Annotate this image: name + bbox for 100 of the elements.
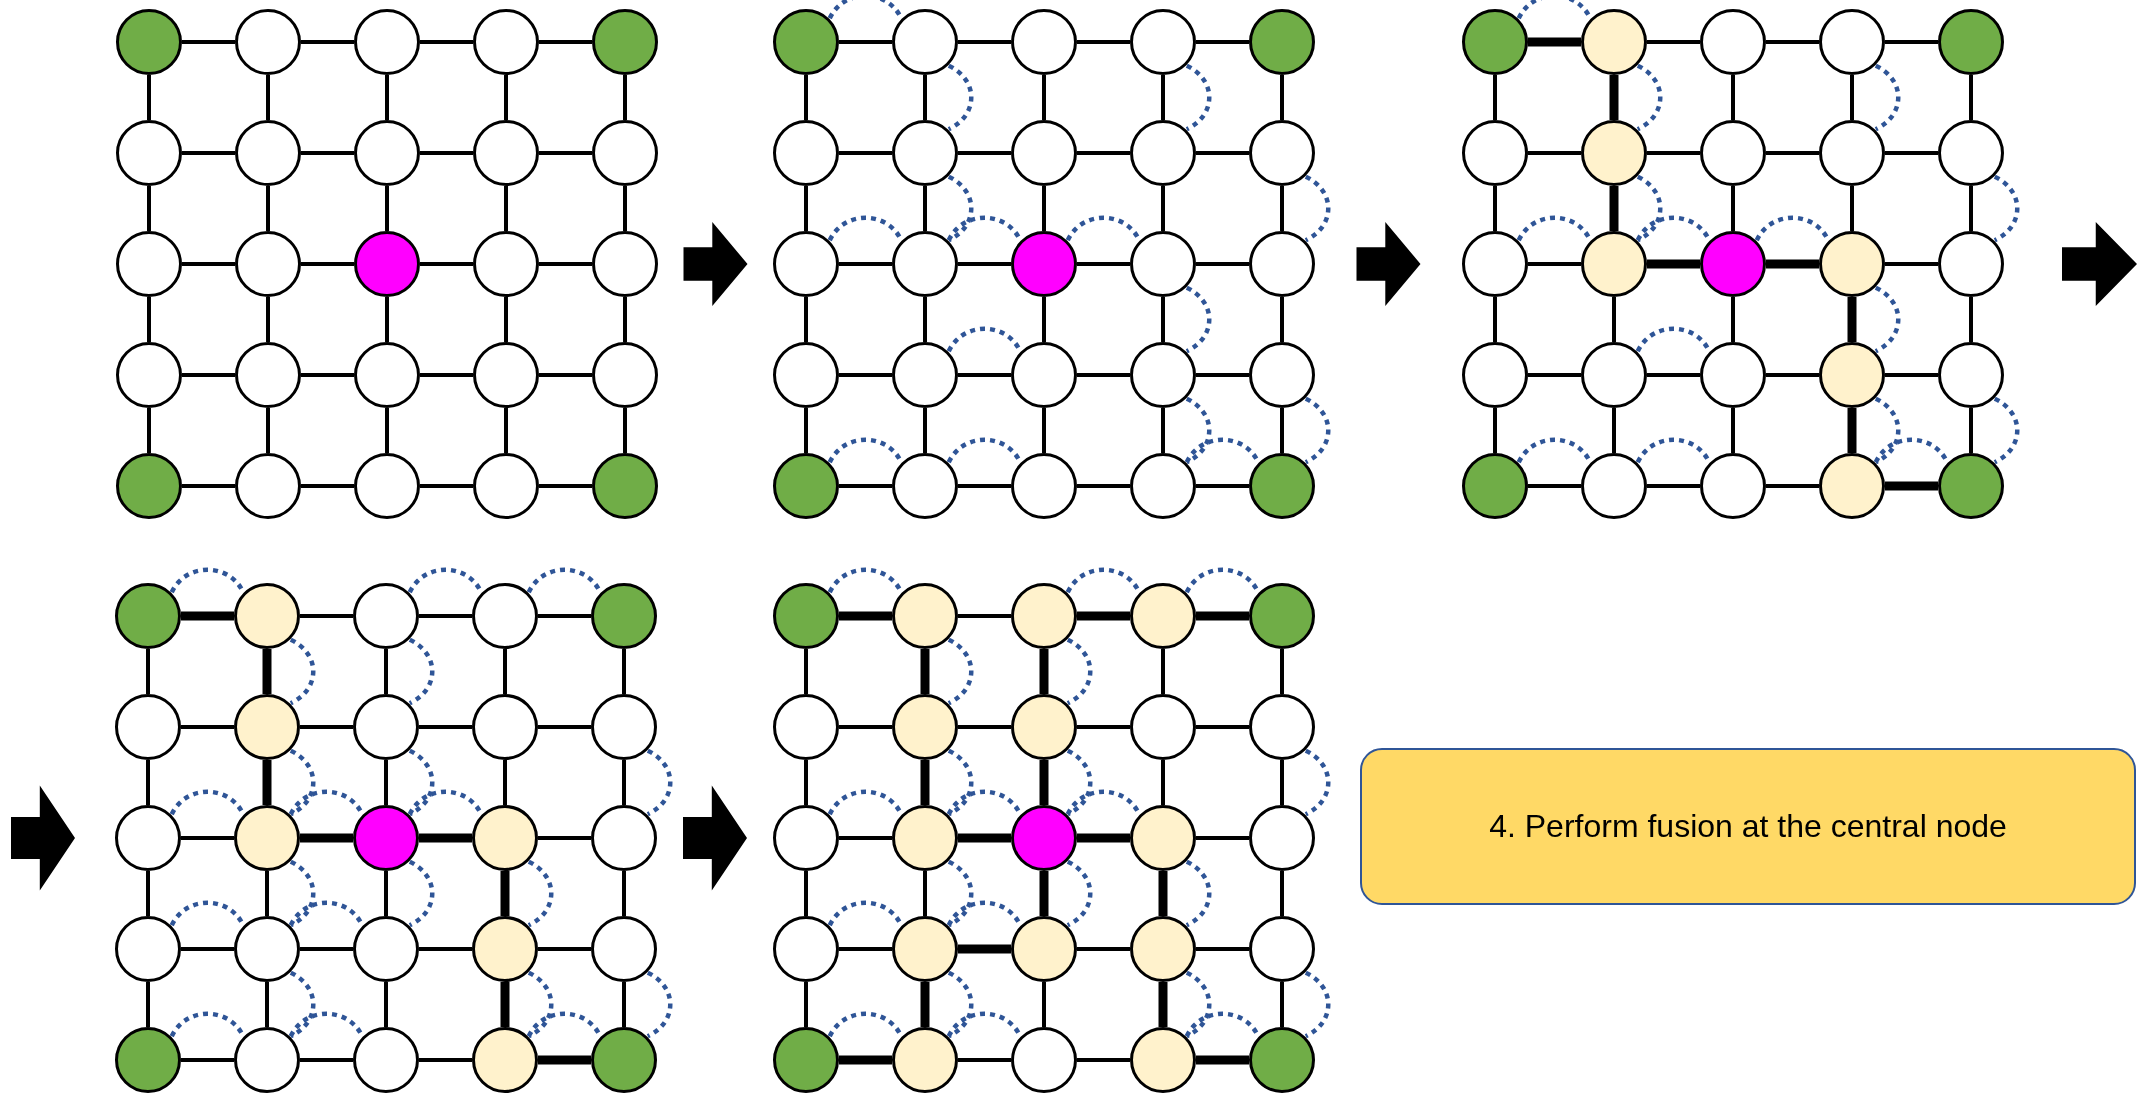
grid-line <box>1042 297 1046 342</box>
grid-line <box>1647 151 1700 155</box>
path-line <box>262 649 272 694</box>
dotted-arc <box>946 215 1023 242</box>
grid-line <box>1077 484 1130 488</box>
grid-line <box>1196 725 1249 729</box>
grid-line <box>1042 186 1046 231</box>
dotted-arc <box>646 748 673 817</box>
grid-line <box>1612 408 1616 453</box>
dotted-arc <box>288 1011 365 1038</box>
dotted-arc <box>946 789 1023 816</box>
grid-line <box>1077 262 1130 266</box>
grid-line <box>300 947 353 951</box>
grid-line <box>181 947 234 951</box>
grid-line <box>420 40 473 44</box>
grid-line <box>420 484 473 488</box>
grid-line <box>1042 408 1046 453</box>
grid-line <box>182 373 235 377</box>
dotted-arc <box>827 1011 904 1038</box>
grid-line <box>804 297 808 342</box>
grid-line <box>1969 297 1973 342</box>
grid-line <box>1161 408 1165 453</box>
dotted-arc <box>169 567 246 594</box>
grid-line <box>958 151 1011 155</box>
grid-line <box>1161 760 1165 805</box>
dotted-arc <box>827 437 904 464</box>
grid-node-circle <box>472 805 538 871</box>
path-line <box>419 833 472 843</box>
grid-line <box>1647 373 1700 377</box>
grid-line <box>839 947 892 951</box>
step-callout-box <box>1360 748 2136 905</box>
grid-node-circle <box>1130 583 1196 649</box>
grid-node-circle <box>1130 231 1196 297</box>
grid-line <box>1766 40 1819 44</box>
dotted-arc <box>289 637 316 706</box>
grid-line <box>1885 262 1938 266</box>
dotted-arc <box>527 859 554 928</box>
dotted-arc <box>1304 174 1331 243</box>
grid-line <box>1493 75 1497 120</box>
path-line <box>1077 611 1130 621</box>
grid-line <box>1196 836 1249 840</box>
path-line <box>920 649 930 694</box>
grid-line <box>538 614 591 618</box>
grid-line <box>1077 151 1130 155</box>
grid-line <box>182 40 235 44</box>
grid-line <box>266 75 270 120</box>
grid-node-circle <box>591 1027 657 1093</box>
grid-line <box>804 408 808 453</box>
grid-line <box>539 262 592 266</box>
grid-line <box>1850 75 1854 120</box>
path-line <box>1766 259 1819 269</box>
grid-line <box>1493 186 1497 231</box>
path-line <box>1039 649 1049 694</box>
grid-node-circle <box>1581 453 1647 519</box>
grid-line <box>146 871 150 916</box>
dotted-arc <box>1874 63 1901 132</box>
grid-line <box>1161 75 1165 120</box>
grid-line <box>503 760 507 805</box>
dotted-arc <box>827 567 904 594</box>
grid-line <box>1280 408 1284 453</box>
grid-line <box>539 40 592 44</box>
grid-line <box>1731 186 1735 231</box>
dotted-arc <box>1873 437 1950 464</box>
grid-line <box>1196 151 1249 155</box>
path-line <box>1609 186 1619 231</box>
grid-line <box>420 262 473 266</box>
grid-line <box>1280 297 1284 342</box>
grid-node-circle <box>1581 231 1647 297</box>
dotted-arc <box>827 0 904 20</box>
grid-line <box>504 408 508 453</box>
grid-node-circle <box>892 9 958 75</box>
grid-line <box>1280 186 1284 231</box>
grid-line <box>503 649 507 694</box>
grid-line <box>1528 151 1581 155</box>
path-line <box>958 833 1011 843</box>
dotted-arc <box>1065 215 1142 242</box>
grid-line <box>504 75 508 120</box>
grid-line <box>622 649 626 694</box>
grid-line <box>1766 373 1819 377</box>
grid-line <box>300 725 353 729</box>
grid-line <box>1885 151 1938 155</box>
grid-line <box>538 725 591 729</box>
grid-line <box>147 297 151 342</box>
grid-line <box>1528 262 1581 266</box>
grid-line <box>804 75 808 120</box>
grid-line <box>538 836 591 840</box>
grid-line <box>1969 75 1973 120</box>
grid-line <box>958 373 1011 377</box>
grid-line <box>1969 408 1973 453</box>
grid-line <box>146 760 150 805</box>
path-line <box>500 982 510 1027</box>
grid-line <box>384 982 388 1027</box>
dotted-arc <box>408 637 435 706</box>
path-line <box>1609 75 1619 120</box>
grid-line <box>1077 947 1130 951</box>
dotted-arc <box>1065 789 1142 816</box>
grid-line <box>266 186 270 231</box>
path-line <box>1847 297 1857 342</box>
path-line <box>1158 871 1168 916</box>
grid-line <box>804 982 808 1027</box>
